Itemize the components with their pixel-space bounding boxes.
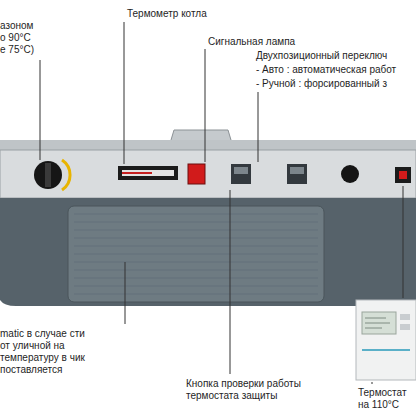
callout-label: matic в случае сти от уличной на темпера…	[0, 328, 92, 376]
callout-label: Сигнальная лампа	[208, 36, 295, 48]
callout-label: азоном о 90°C е 75°C)	[0, 20, 38, 56]
callout-label: Кнопка проверки работы термостата защиты	[186, 378, 312, 402]
callout-label: Термостат на 110°C	[358, 387, 414, 411]
callout-label: Двухпозиционный переключ	[256, 50, 387, 62]
callout-label: - Ручной : форсированный з	[256, 78, 387, 90]
callout-label: - Авто : автоматическая работ	[256, 64, 396, 76]
callout-label: Термометр котла	[127, 8, 207, 20]
